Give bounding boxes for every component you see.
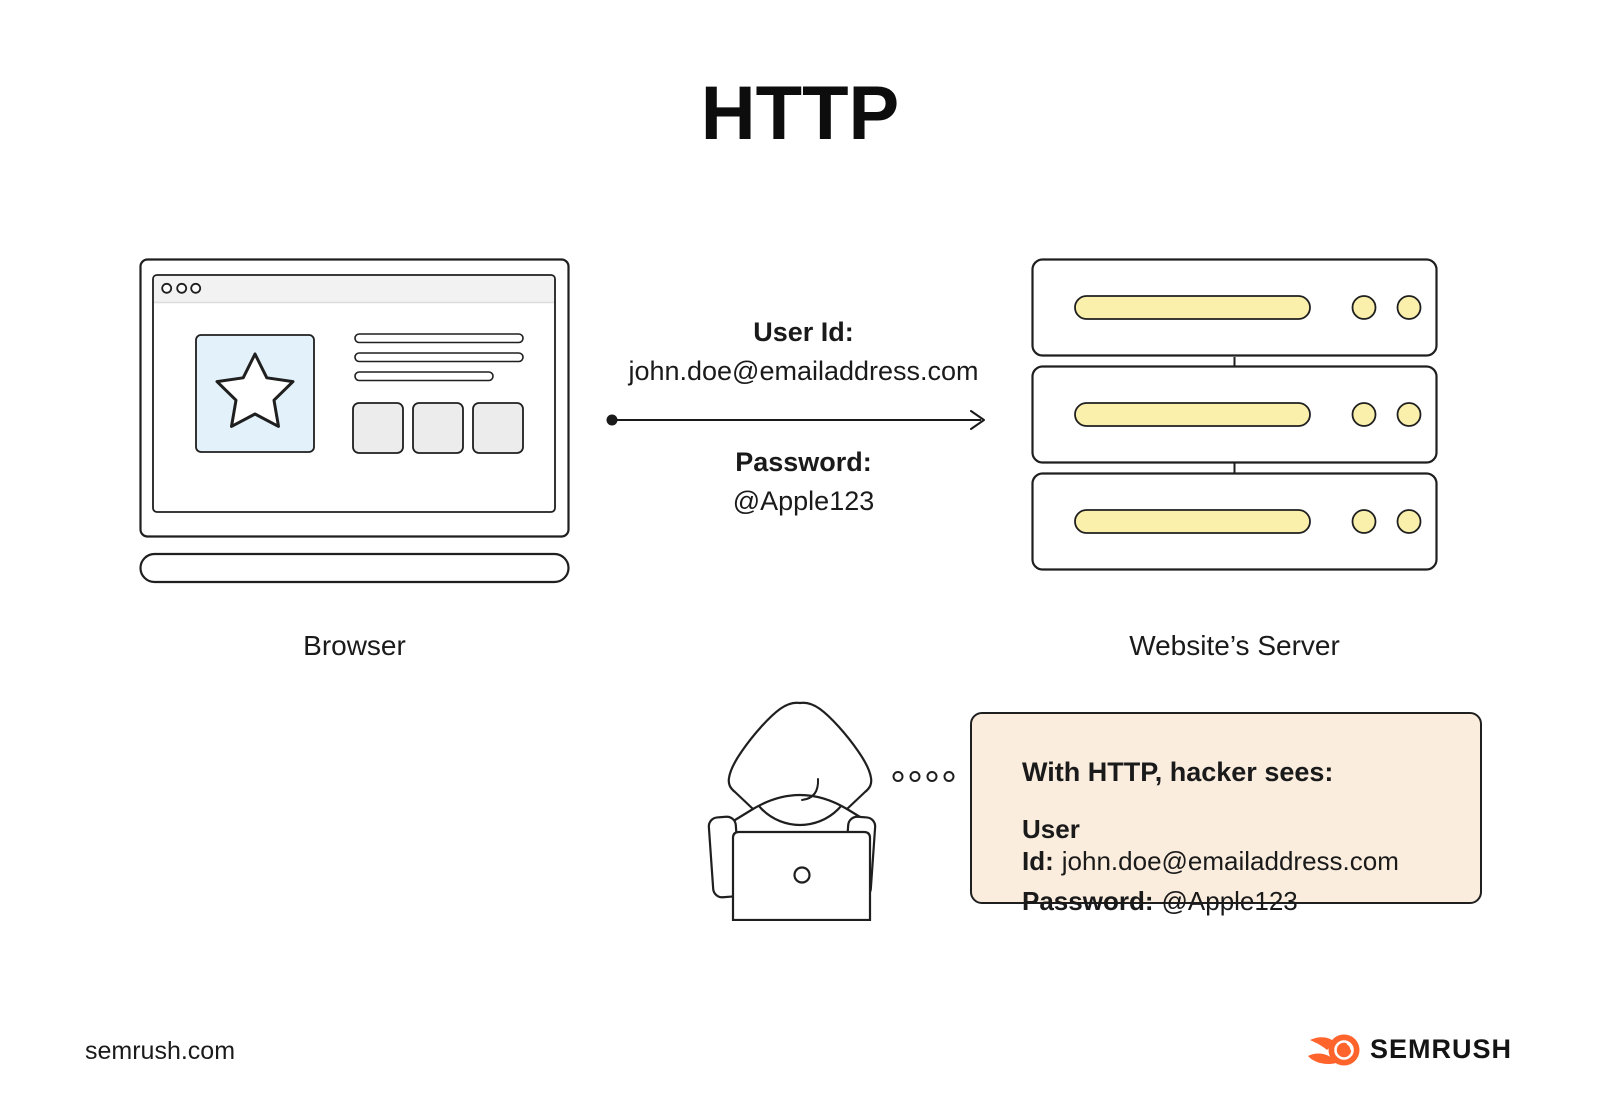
window-control-dots-icon (161, 282, 202, 294)
server-label: Website’s Server (1129, 630, 1340, 661)
laptop-base (139, 552, 570, 584)
password-value: @Apple123 (1161, 885, 1298, 916)
hacker-callout-user-id: User Id:john.doe@emailaddress.com (1022, 814, 1462, 876)
browser-label: Browser (303, 630, 406, 661)
server-unit (1031, 472, 1438, 571)
hacker-icon (707, 701, 877, 921)
request-password-label: Password: (735, 447, 872, 477)
connection-dots-icon (892, 771, 955, 782)
server-unit (1031, 365, 1438, 464)
hacker-callout-heading: With HTTP, hacker sees: (1022, 757, 1334, 787)
brand-wordmark: SEMRUSH (1369, 1033, 1512, 1064)
password-label: Password: (1022, 885, 1154, 916)
transfer-arrow-icon (606, 410, 985, 430)
user-id-label: User Id: (1022, 814, 1080, 876)
star-icon (215, 352, 295, 428)
browser-window-icon (139, 258, 570, 584)
hacker-callout: With HTTP, hacker sees: User Id:john.doe… (970, 712, 1482, 916)
semrush-logo: SEMRUSH (1307, 1031, 1512, 1067)
text-lines (354, 333, 524, 382)
request-user-id-label: User Id: (753, 317, 854, 347)
hacker-callout-password: Password:@Apple123 (1022, 886, 1462, 917)
user-id-value: john.doe@emailaddress.com (1061, 845, 1399, 876)
request-user-id-value: john.doe@emailaddress.com (628, 356, 979, 386)
page-title: HTTP (700, 71, 900, 156)
server-unit (1031, 258, 1438, 357)
semrush-flame-icon (1307, 1034, 1360, 1066)
source-url: semrush.com (85, 1037, 236, 1065)
request-password-value: @Apple123 (732, 486, 875, 516)
thumbnail-squares (352, 402, 524, 454)
server-stack-icon (1031, 258, 1438, 571)
